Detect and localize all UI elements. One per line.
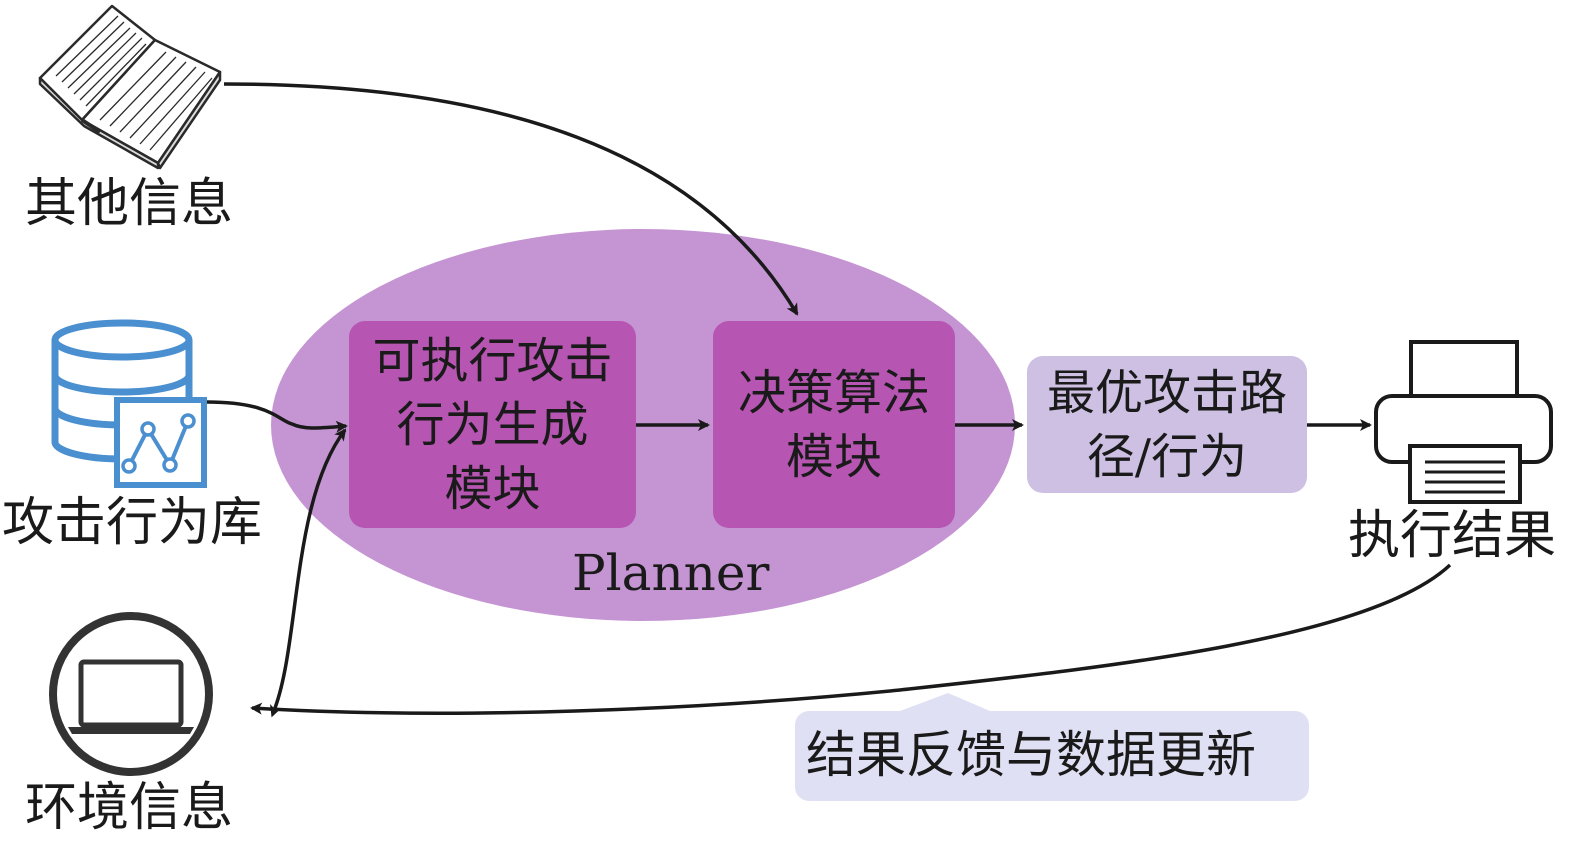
arrow-other-info-to-decision — [223, 82, 799, 316]
best-path: 最优攻击路 径/行为 — [1027, 356, 1307, 493]
env-info-label: 环境信息 — [25, 778, 234, 838]
module-decision-line-1: 决策算法 — [737, 364, 930, 421]
other-info-label: 其他信息 — [25, 174, 234, 234]
planner-label: Planner — [572, 544, 770, 602]
module-generation: 可执行攻击 行为生成 模块 — [349, 321, 636, 528]
module-decision-box — [713, 321, 955, 528]
module-decision: 决策算法 模块 — [713, 321, 955, 528]
arrow-env-to-generation — [270, 428, 347, 718]
laptop-icon — [49, 612, 213, 776]
module-decision-line-2: 模块 — [785, 428, 882, 485]
arrow-feedback-to-env — [250, 563, 1452, 715]
attack-library-label: 攻击行为库 — [2, 493, 263, 553]
best-path-line-1: 最优攻击路 — [1046, 364, 1287, 421]
book-icon — [38, 4, 222, 170]
feedback-label-bg — [795, 693, 1309, 801]
arrow-library-to-generation — [206, 400, 348, 433]
database-chart-icon — [51, 319, 207, 488]
module-generation-line-2: 行为生成 — [396, 396, 589, 453]
best-path-box — [1027, 356, 1307, 493]
feedback-label: 结果反馈与数据更新 — [806, 726, 1256, 784]
module-generation-box — [349, 321, 636, 528]
best-path-line-2: 径/行为 — [1086, 428, 1248, 485]
printer-icon — [1374, 340, 1553, 504]
module-generation-line-1: 可执行攻击 — [372, 332, 613, 389]
exec-result-label: 执行结果 — [1348, 506, 1557, 566]
module-generation-line-3: 模块 — [444, 460, 541, 517]
